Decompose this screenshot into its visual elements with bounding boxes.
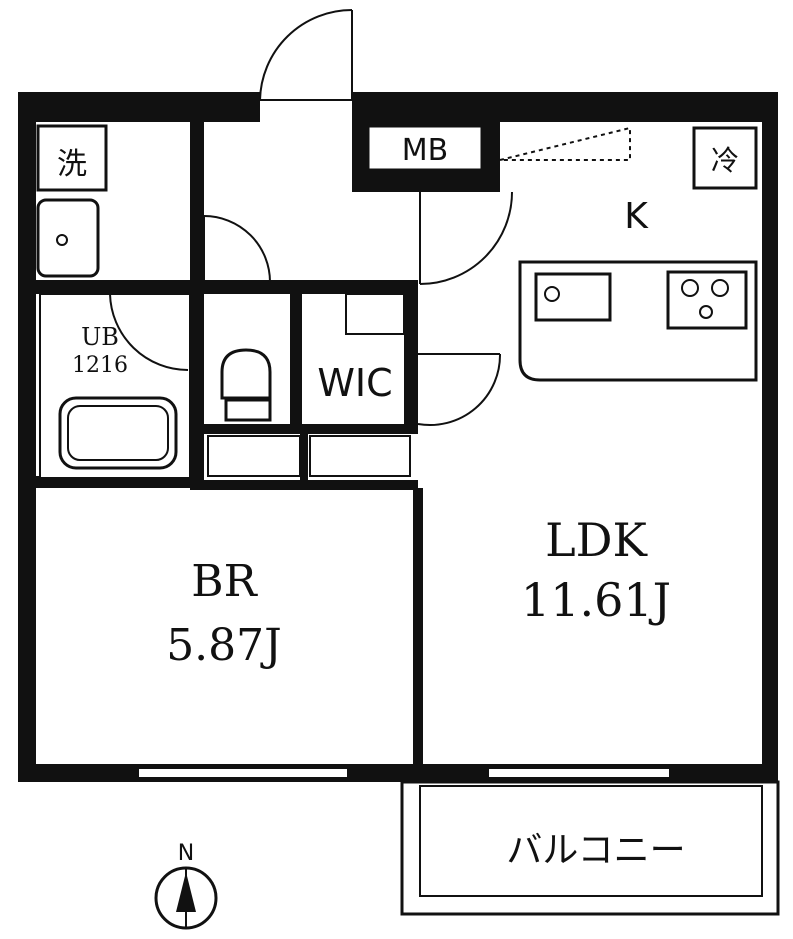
bedroom-floor: [36, 490, 413, 764]
wic-shelf: [345, 293, 405, 335]
meter-box: [366, 124, 484, 172]
toilet-tank: [224, 398, 272, 422]
windows: [137, 767, 671, 779]
sink: [534, 272, 612, 322]
burner-2: [711, 279, 729, 297]
washbasin-drain: [56, 234, 68, 246]
storage-left: [207, 435, 301, 477]
burner-1: [681, 279, 699, 297]
dashed-closet: [499, 126, 631, 161]
bedroom-size: 5.87J: [166, 620, 282, 671]
laundry-box: [36, 124, 108, 192]
toilet-bowl: [220, 348, 272, 400]
fridge-box: [692, 126, 758, 190]
unit-bath-label: UB: [81, 323, 119, 351]
door-swings: [109, 9, 513, 427]
ldk-label: LDK: [545, 513, 648, 567]
bathtub: [58, 396, 178, 470]
stove: [666, 270, 748, 330]
bathtub-inner: [67, 405, 169, 461]
compass-north-label: N: [178, 841, 194, 866]
balcony-inner: [419, 785, 763, 897]
washbasin: [36, 198, 100, 278]
fridge-label: 冷: [711, 144, 739, 177]
storage-right: [309, 435, 411, 477]
unit-bath-size: 1216: [72, 353, 128, 378]
wic-label: WIC: [317, 361, 392, 405]
interior-walls: [36, 280, 423, 768]
meter-box-label: MB: [402, 133, 448, 168]
bedroom-label: BR: [191, 556, 258, 607]
burner-3: [699, 305, 713, 319]
kitchen-label: K: [624, 196, 649, 237]
ldk-size: 11.61J: [521, 573, 671, 627]
balcony-label: バルコニー: [506, 830, 685, 871]
laundry-label: 洗: [57, 147, 87, 182]
sink-drain: [544, 286, 560, 302]
north-compass-icon: [154, 866, 218, 930]
